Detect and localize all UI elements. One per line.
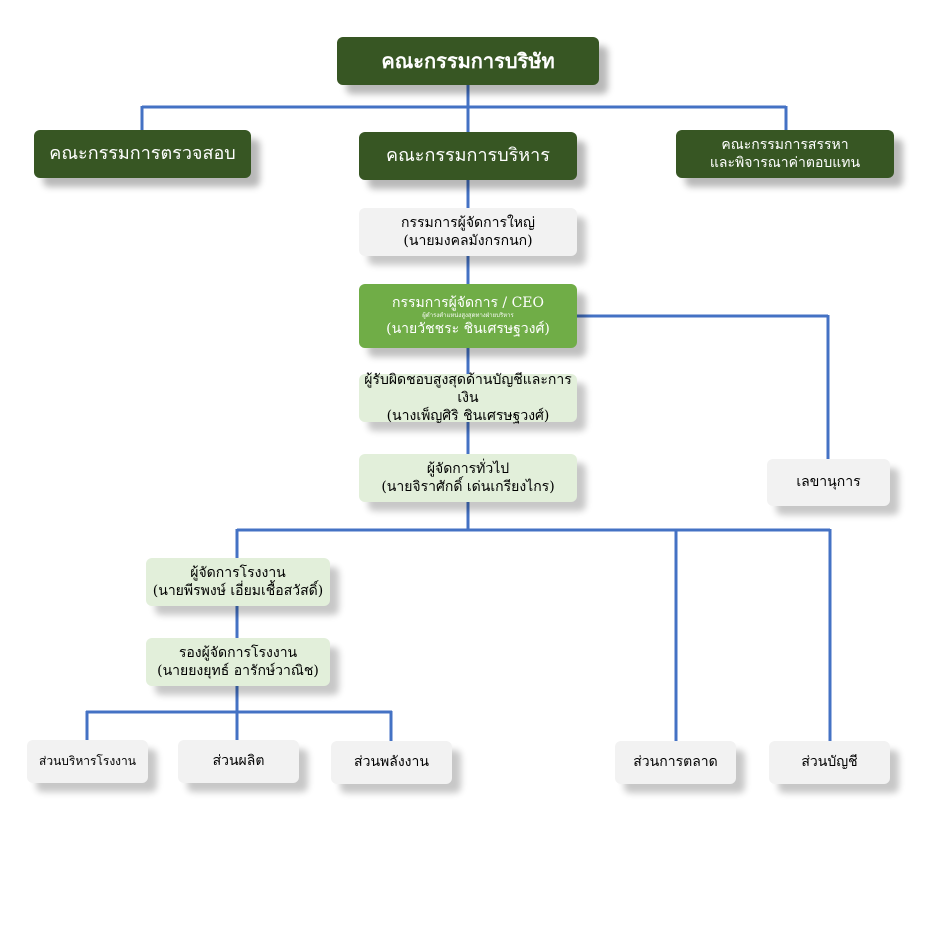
cfo-name: (นางเพ็ญศิริ ชินเศรษฐวงศ์) (386, 408, 550, 425)
energy-dept-label: ส่วนพลังงาน (354, 754, 429, 771)
cfo-box: ผู้รับผิดชอบสูงสุดด้านบัญชีและการเงิน (น… (359, 371, 577, 425)
energy-dept-box: ส่วนพลังงาน (331, 741, 452, 784)
plant-manager-title: ผู้จัดการโรงงาน (190, 564, 286, 581)
managing-director-name: (นายมงคลมังกรกนก) (403, 233, 533, 249)
executive-committee-box: คณะกรรมการบริหาร (359, 132, 577, 180)
ceo-box: กรรมการผู้จัดการ / CEO ผู้ดำรงตำแหน่งสูง… (359, 284, 577, 348)
accounting-dept-label: ส่วนบัญชี (801, 754, 858, 771)
nomination-committee-line2: และพิจารณาค่าตอบแทน (709, 155, 861, 171)
managing-director-box: กรรมการผู้จัดการใหญ่ (นายมงคลมังกรกนก) (359, 208, 577, 256)
marketing-dept-label: ส่วนการตลาด (633, 754, 718, 771)
audit-committee-box: คณะกรรมการตรวจสอบ (34, 130, 251, 178)
deputy-plant-manager-name: (นายยงยุทธ์ อารักษ์วาณิช) (157, 663, 319, 679)
nomination-committee-line1: คณะกรรมการสรรหา (721, 136, 849, 153)
accounting-dept-box: ส่วนบัญชี (769, 741, 890, 784)
ceo-name: (นายวัชชระ ชินเศรษฐวงศ์) (386, 321, 550, 338)
marketing-dept-box: ส่วนการตลาด (615, 741, 736, 784)
audit-committee-label: คณะกรรมการตรวจสอบ (49, 143, 236, 165)
managing-director-title: กรรมการผู้จัดการใหญ่ (401, 214, 535, 231)
secretary-box: เลขานุการ (767, 459, 890, 506)
plant-admin-dept-box: ส่วนบริหารโรงงาน (27, 740, 148, 783)
ceo-subtitle: ผู้ดำรงตำแหน่งสูงสุดทางฝ่ายบริหาร (422, 311, 514, 319)
plant-admin-dept-label: ส่วนบริหารโรงงาน (39, 753, 136, 768)
general-manager-name: (นายจิราศักดิ์ เด่นเกรียงไกร) (381, 479, 555, 495)
production-dept-box: ส่วนผลิต (178, 740, 299, 783)
production-dept-label: ส่วนผลิต (212, 753, 265, 770)
nomination-committee-box: คณะกรรมการสรรหา และพิจารณาค่าตอบแทน (676, 130, 894, 178)
executive-committee-label: คณะกรรมการบริหาร (386, 145, 550, 167)
board-label: คณะกรรมการบริษัท (381, 49, 555, 73)
cfo-title: ผู้รับผิดชอบสูงสุดด้านบัญชีและการเงิน (364, 371, 572, 406)
general-manager-title: ผู้จัดการทั่วไป (426, 460, 510, 477)
plant-manager-box: ผู้จัดการโรงงาน (นายพีรพงษ์ เอี่ยมเชื้อส… (146, 558, 330, 606)
board-of-directors-box: คณะกรรมการบริษัท (337, 37, 599, 85)
general-manager-box: ผู้จัดการทั่วไป (นายจิราศักดิ์ เด่นเกรีย… (359, 454, 577, 502)
deputy-plant-manager-box: รองผู้จัดการโรงงาน (นายยงยุทธ์ อารักษ์วา… (146, 638, 330, 686)
secretary-label: เลขานุการ (796, 474, 861, 491)
deputy-plant-manager-title: รองผู้จัดการโรงงาน (178, 644, 298, 661)
ceo-title: กรรมการผู้จัดการ / CEO (392, 294, 544, 311)
plant-manager-name: (นายพีรพงษ์ เอี่ยมเชื้อสวัสดิ์) (152, 583, 324, 599)
